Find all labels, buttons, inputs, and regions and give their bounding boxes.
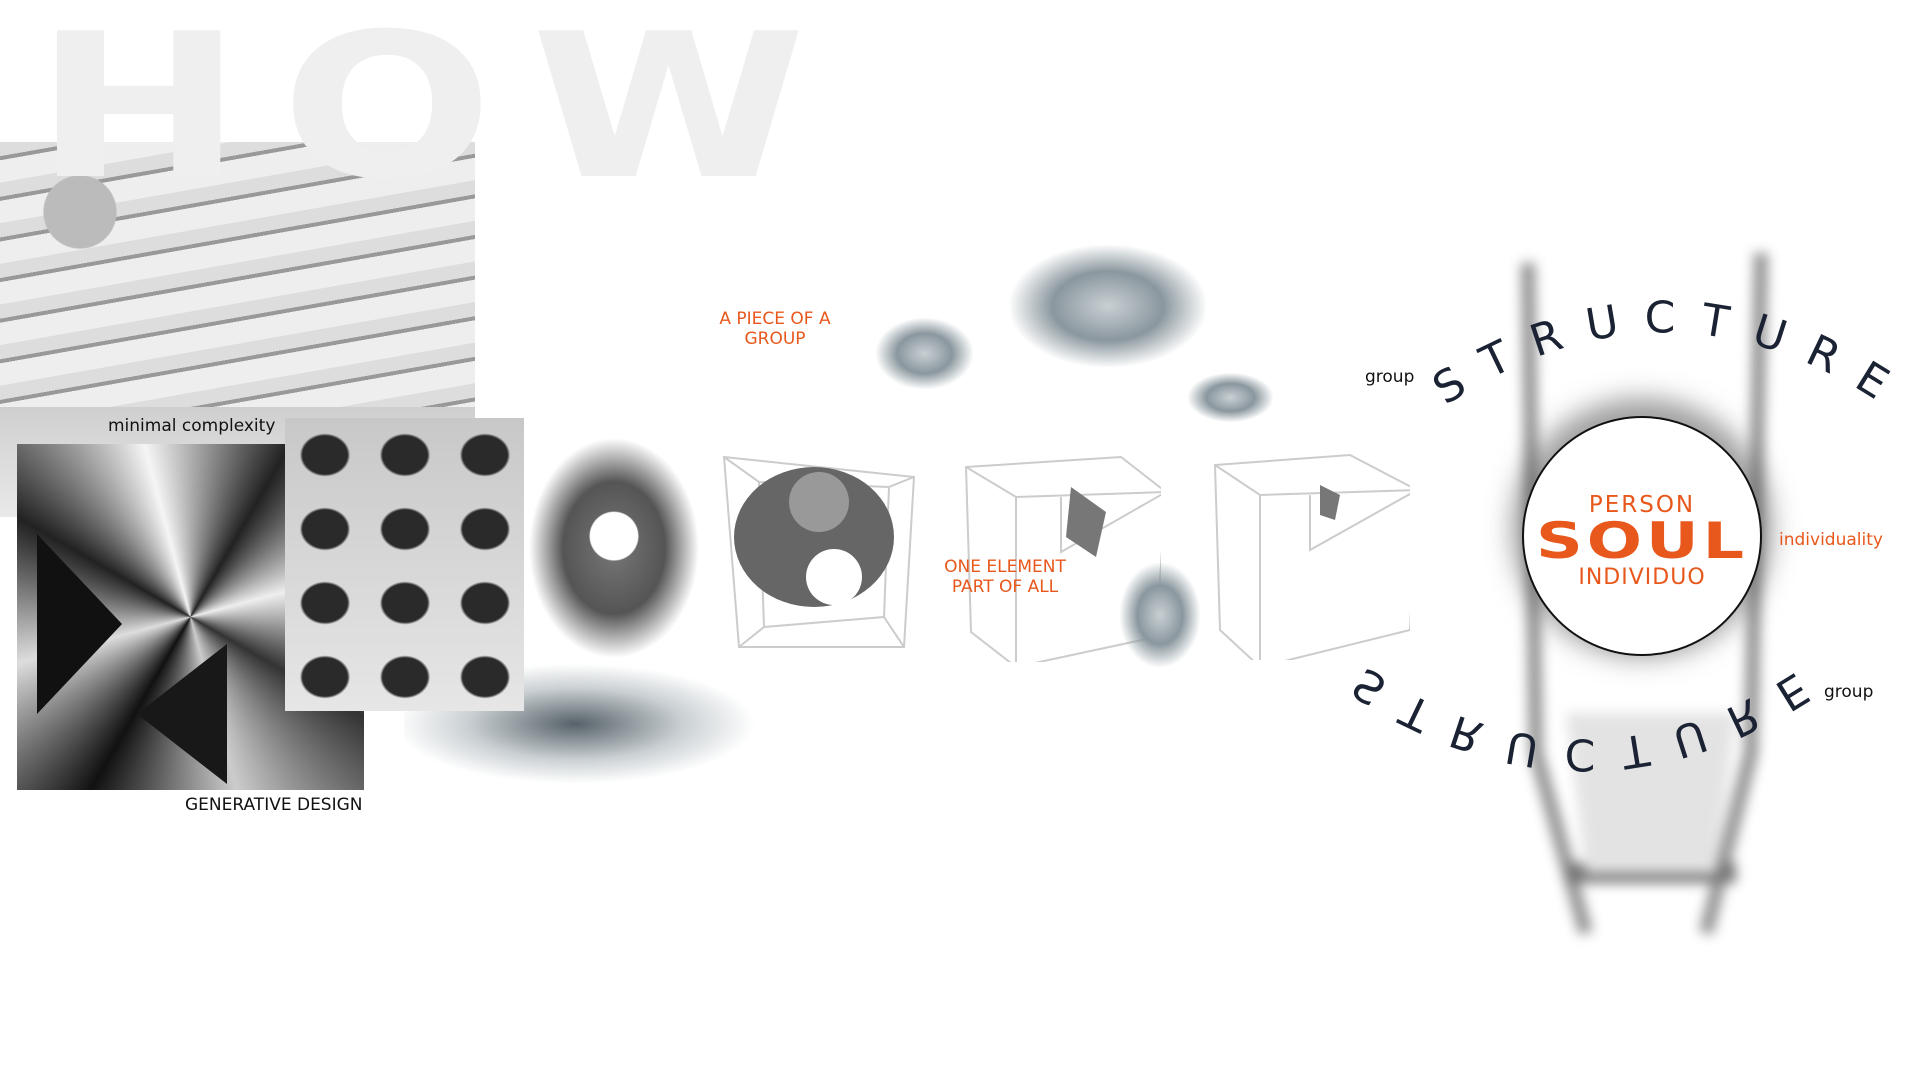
sketch-node-falling: [1120, 563, 1200, 667]
piece-of-group-line1: A PIECE OF A: [719, 309, 831, 329]
group-label-right: group: [1824, 682, 1874, 702]
soul-label: SOUL: [1536, 512, 1748, 570]
cube-small-element: [1210, 450, 1419, 669]
how-heading: HOW: [34, 0, 845, 224]
minimal-complexity-label: minimal complexity: [108, 416, 276, 436]
sketch-node-large: [1010, 245, 1206, 367]
cube-full-element: [719, 447, 919, 657]
individuality-label: individuality: [1779, 530, 1883, 550]
generative-design-label: GENERATIVE DESIGN: [185, 795, 363, 815]
sketch-node-tiny: [1188, 373, 1273, 422]
sketch-node-small: [876, 318, 973, 389]
one-element-line2: PART OF ALL: [951, 577, 1059, 597]
one-element-label: ONE ELEMENT PART OF ALL: [935, 557, 1075, 597]
person-label: PERSON: [1588, 492, 1696, 518]
blurred-pillar-sketch: [1521, 252, 1768, 935]
group-label-left: group: [1365, 367, 1415, 387]
individuo-label: INDIVIDUO: [1578, 565, 1706, 590]
soul-circle: PERSON SOUL INDIVIDUO: [1522, 416, 1762, 656]
gyroid-render: [524, 429, 704, 667]
piece-of-group-label: A PIECE OF A GROUP: [705, 309, 845, 349]
lattice-photo: [285, 418, 524, 711]
one-element-line1: ONE ELEMENT: [944, 557, 1066, 577]
piece-of-group-line2: GROUP: [744, 329, 806, 349]
